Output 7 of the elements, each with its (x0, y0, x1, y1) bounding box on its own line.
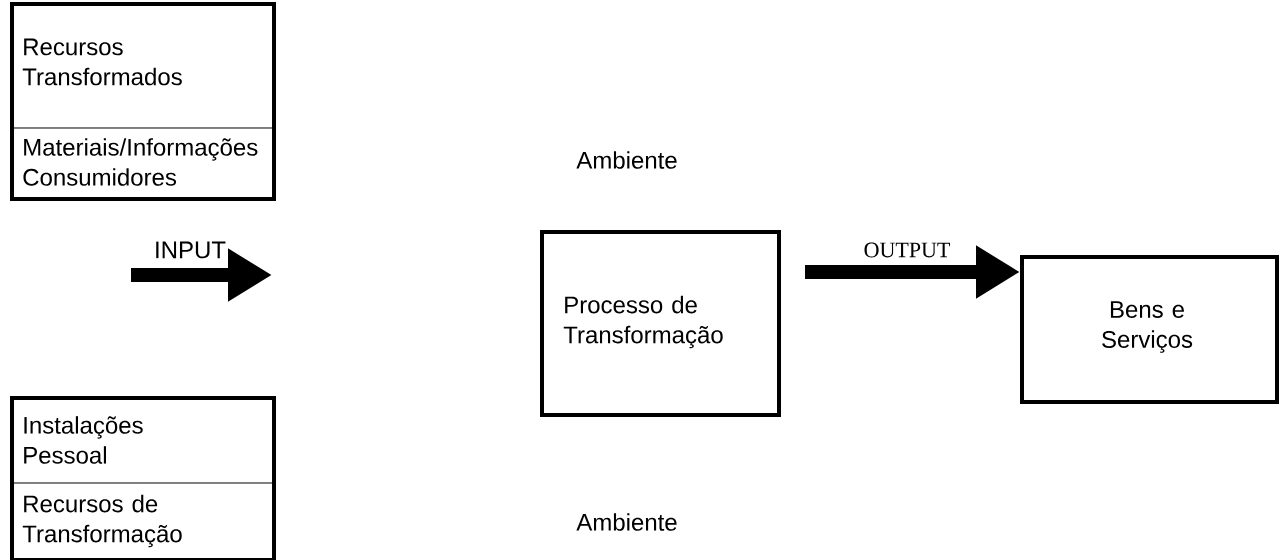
section-box: Instalações Pessoal Recursos de Transformação (9, 396, 276, 560)
label: Ambiente (576, 513, 677, 531)
label: Ambiente (576, 151, 677, 169)
section-box: Recursos Transformados Materiais/Informações Consumidores (9, 2, 276, 201)
process-box: Bens e Serviços (1020, 255, 1279, 404)
label: INPUT (156, 241, 226, 259)
process-box: Processo de Transformação (540, 230, 781, 417)
